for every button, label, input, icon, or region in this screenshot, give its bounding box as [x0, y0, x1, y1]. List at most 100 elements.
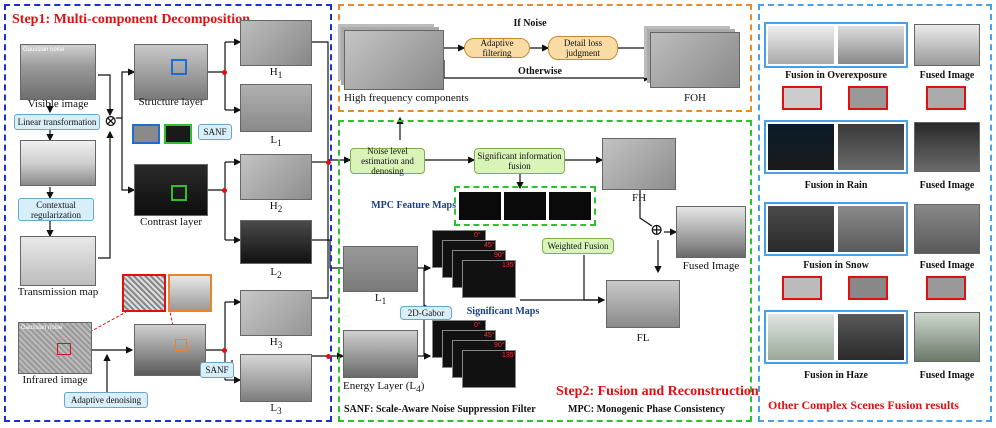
zoom-box-red [57, 343, 71, 355]
infrared-image-label: Infrared image [22, 374, 88, 386]
structure-layer-label: Structure layer [138, 96, 204, 108]
significant-map-stack-bottom: 0° 45° 90° 135° [432, 320, 522, 394]
fused-caption: Fused Image [919, 70, 975, 81]
energy-layer-label: Energy Layer (L4) [343, 380, 425, 395]
infrared-input [838, 124, 904, 170]
significant-info-box: Significant information fusion [474, 148, 565, 174]
fused-caption: Fused Image [919, 180, 975, 191]
step2-title: Step2: Fusion and Reconstruction [556, 384, 759, 399]
h2-label: H2 [269, 200, 283, 215]
angle-label: 45° [484, 242, 495, 249]
mpc-map [549, 192, 591, 220]
junction-dot [222, 188, 227, 193]
otherwise-label: Otherwise [518, 66, 562, 77]
fused-rain [914, 122, 980, 172]
high-freq-stack [344, 30, 444, 90]
fused-image-label: Fused Image [682, 260, 740, 272]
zoom-denoised-patch [168, 274, 212, 312]
significant-map [462, 350, 516, 388]
significant-maps-label: Significant Maps [466, 306, 540, 317]
step1-title: Step1: Multi-component Decomposition [12, 12, 250, 27]
weighted-fusion-box: Weighted Fusion [542, 238, 614, 254]
sanf-box-1: SANF [198, 124, 232, 140]
energy-layer-thumb [343, 330, 418, 378]
visible-input [768, 206, 834, 252]
infrared-image-thumb: Gaussian noise [18, 322, 92, 374]
other-scenes-panel [758, 4, 992, 422]
transmission-map-label: Transmission map [17, 286, 99, 298]
visible-input [768, 124, 834, 170]
if-noise-label: If Noise [513, 18, 547, 29]
h2-thumb [240, 154, 312, 200]
scene-overexposure-pair [764, 22, 908, 68]
denoised-infrared-thumb [134, 324, 206, 376]
h1-thumb [240, 20, 312, 66]
zoom-patch [926, 86, 966, 110]
l1-label: L1 [270, 134, 282, 149]
visible-image-thumb: Gaussian noise [20, 44, 96, 100]
zoom-patch [782, 276, 822, 300]
mpc-feature-label: MPC Feature Maps [371, 200, 456, 211]
transmission-map-thumb [20, 236, 96, 286]
l1-thumb [240, 84, 312, 132]
linear-transformation-box: Linear transformation [14, 114, 100, 130]
zoom-box-orange [175, 339, 187, 351]
fh-label: FH [631, 192, 647, 204]
mpc-definition: MPC: Monogenic Phase Consistency [568, 404, 725, 415]
adaptive-filtering-box: Adaptive filtering [464, 38, 530, 58]
angle-label: 135° [502, 352, 517, 359]
zoom-noisy-patch [122, 274, 166, 312]
contrast-patch [164, 124, 192, 144]
mpc-map [504, 192, 546, 220]
junction-dot [222, 348, 227, 353]
l1-low-freq-thumb [343, 246, 418, 292]
fl-thumb [606, 280, 680, 328]
gaussian-noise-tag: Gaussian noise [23, 47, 65, 53]
contrast-layer-thumb [134, 164, 208, 216]
angle-label: 0° [474, 322, 481, 329]
fused-haze [914, 312, 980, 362]
scene-caption: Fusion in Haze [804, 370, 868, 381]
l2-label: L2 [270, 266, 282, 281]
l3-thumb [240, 354, 312, 402]
detail-loss-box: Detail loss judgment [548, 36, 618, 60]
scene-caption: Fusion in Rain [804, 180, 868, 191]
high-frequency-panel [338, 4, 752, 112]
foh-stack [650, 32, 740, 88]
scene-haze-pair [764, 310, 908, 364]
adaptive-denoising-box: Adaptive denoising [64, 392, 148, 408]
scene-caption: Fusion in Overexposure [785, 70, 887, 81]
mpc-feature-frame [454, 186, 596, 226]
noise-level-box: Noise level estimation and denosing [350, 146, 425, 176]
zoom-patch [782, 86, 822, 110]
l3-label: L3 [270, 402, 282, 417]
plus-operator: ⊕ [650, 222, 664, 239]
infrared-input [838, 314, 904, 360]
fused-snow [914, 204, 980, 254]
fl-label: FL [636, 332, 650, 344]
multiply-operator: ⊗ [104, 113, 118, 130]
angle-label: 45° [484, 332, 495, 339]
sanf-box-2: SANF [200, 362, 234, 378]
contextual-regularization-box: Contextual regularization [18, 198, 94, 221]
fh-thumb [602, 138, 676, 190]
foh-label: FOH [683, 92, 706, 104]
h1-label: H1 [269, 66, 283, 81]
l1-low-freq-label: L1 [374, 292, 387, 307]
gabor-box: 2D-Gabor [400, 306, 452, 320]
scene-snow-pair [764, 202, 908, 256]
significant-map-stack-top: 0° 45° 90° 135° [432, 230, 522, 304]
other-scenes-title: Other Complex Scenes Fusion results [768, 398, 959, 412]
zoom-patch [848, 86, 888, 110]
contrast-zoom-box [171, 185, 187, 201]
structure-layer-thumb [134, 44, 208, 100]
junction-dot [326, 354, 331, 359]
visible-input [768, 26, 834, 64]
significant-map [462, 260, 516, 298]
fused-overexposure [914, 24, 980, 66]
step1-panel [4, 4, 332, 422]
h3-label: H3 [269, 336, 283, 351]
contrast-layer-label: Contrast layer [139, 216, 202, 228]
infrared-input [838, 206, 904, 252]
